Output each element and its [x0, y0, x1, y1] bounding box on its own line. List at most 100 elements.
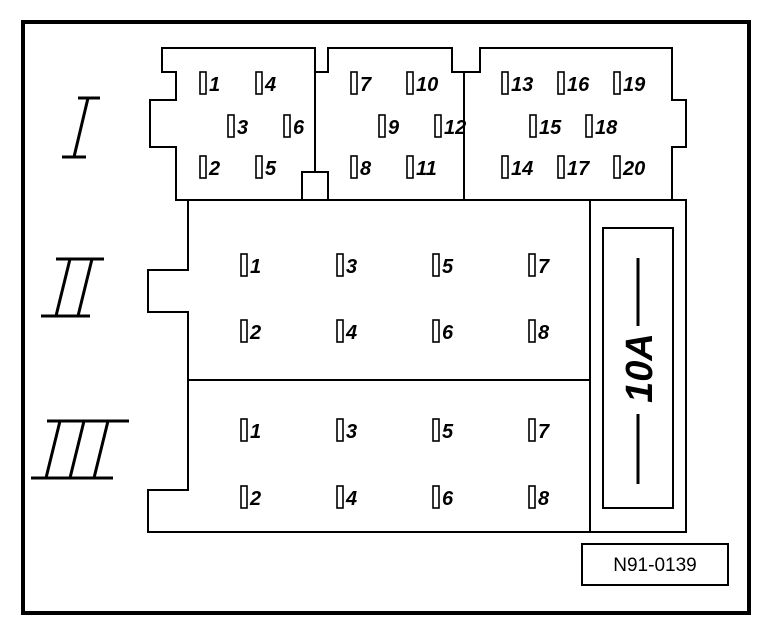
pin-contact [501, 155, 509, 179]
pin-number: 5 [442, 421, 454, 443]
connector-II-III-outline [147, 199, 687, 533]
pin-contact [240, 485, 248, 509]
pin-number: 2 [249, 488, 261, 510]
connector-iii-pin: 6 [432, 485, 454, 510]
pin-contact [585, 114, 593, 138]
pin-contact [283, 114, 291, 138]
connector-i-pin: 5 [255, 155, 277, 180]
pin-number: 8 [538, 488, 550, 510]
pin-number: 2 [249, 322, 261, 344]
connector-iii-pin: 1 [240, 418, 261, 443]
pin-number: 18 [595, 117, 618, 139]
pin-number: 14 [511, 158, 533, 180]
outer-frame [21, 20, 751, 615]
connector-i-pin: 12 [434, 114, 466, 139]
pin-contact [406, 71, 414, 95]
pin-contact [199, 155, 207, 179]
pin-contact [613, 155, 621, 179]
connector-i-pin: 18 [585, 114, 618, 139]
connector-iii-pin: 7 [528, 418, 550, 443]
connector-i-pin: 4 [255, 71, 276, 96]
connector-ii-pin: 2 [240, 319, 261, 344]
connector-i-pin: 14 [501, 155, 533, 180]
pin-number: 8 [538, 322, 550, 344]
pin-contact [613, 71, 621, 95]
connector-ii-pin: 5 [432, 253, 454, 278]
connector-i-pin: 19 [613, 71, 646, 96]
fuse-outline [602, 227, 674, 509]
pin-contact [557, 71, 565, 95]
pin-contact [432, 253, 440, 277]
pin-contact [432, 319, 440, 343]
pin-contact [528, 253, 536, 277]
pin-contact [350, 71, 358, 95]
pin-number: 4 [345, 322, 357, 344]
connector-i-pin: 17 [557, 155, 590, 180]
connector-iii-pin: 3 [336, 418, 357, 443]
pin-contact [557, 155, 565, 179]
connector-i-pin: 8 [350, 155, 372, 180]
pin-number: 3 [237, 117, 248, 139]
connector-ii-pin: 4 [336, 319, 357, 344]
connector-i-pin: 16 [557, 71, 590, 96]
pin-number: 5 [265, 158, 277, 180]
pin-contact [336, 253, 344, 277]
pin-number: 11 [416, 158, 437, 180]
pin-contact [529, 114, 537, 138]
pin-number: 7 [538, 421, 550, 443]
pin-contact [336, 319, 344, 343]
pin-contact [432, 485, 440, 509]
pin-contact [240, 319, 248, 343]
connector-iii-pin: 2 [240, 485, 261, 510]
pin-number: 15 [539, 117, 562, 139]
pin-contact [350, 155, 358, 179]
pin-contact [240, 253, 248, 277]
pin-number: 2 [208, 158, 220, 180]
connector-i-pin: 2 [199, 155, 220, 180]
connector-I-outline [149, 47, 687, 201]
connector-i-pin: 3 [227, 114, 248, 139]
roman-numeral-III [31, 419, 129, 480]
pin-contact [336, 418, 344, 442]
pin-contact [378, 114, 386, 138]
connector-i-pin: 13 [501, 71, 533, 96]
connector-i-pin: 9 [378, 114, 400, 139]
pin-contact [434, 114, 442, 138]
connector-i-pin: 10 [406, 71, 438, 96]
connector-i-pin: 7 [350, 71, 372, 96]
pin-number: 3 [346, 421, 357, 443]
pin-number: 1 [209, 74, 220, 96]
roman-numeral-II [41, 257, 104, 318]
pin-contact [255, 71, 263, 95]
connector-ii-pin: 7 [528, 253, 550, 278]
connector-iii-pin: 4 [336, 485, 357, 510]
roman-numeral-I [62, 96, 100, 159]
connector-ii-pin: 8 [528, 319, 550, 344]
pin-number: 1 [250, 421, 261, 443]
pin-number: 6 [293, 117, 305, 139]
pin-number: 5 [442, 256, 454, 278]
pin-contact [432, 418, 440, 442]
pin-contact [227, 114, 235, 138]
pin-contact [528, 319, 536, 343]
figure-code: N91-0139 [613, 555, 696, 576]
pin-number: 6 [442, 488, 454, 510]
connector-i-pin: 1 [199, 71, 220, 96]
pin-number: 7 [538, 256, 550, 278]
pin-number: 12 [444, 117, 466, 139]
figure-code-box [581, 543, 729, 586]
pin-number: 8 [360, 158, 372, 180]
connector-i-pin: 20 [613, 155, 645, 180]
pin-contact [406, 155, 414, 179]
pin-number: 9 [388, 117, 400, 139]
pin-number: 19 [623, 74, 646, 96]
pin-number: 4 [345, 488, 357, 510]
connector-ii-pin: 6 [432, 319, 454, 344]
pin-contact [528, 418, 536, 442]
fuse-label: 10A [619, 333, 661, 403]
connector-i-pin: 11 [406, 155, 437, 180]
connector-i-pin: 6 [283, 114, 305, 139]
pin-number: 3 [346, 256, 357, 278]
